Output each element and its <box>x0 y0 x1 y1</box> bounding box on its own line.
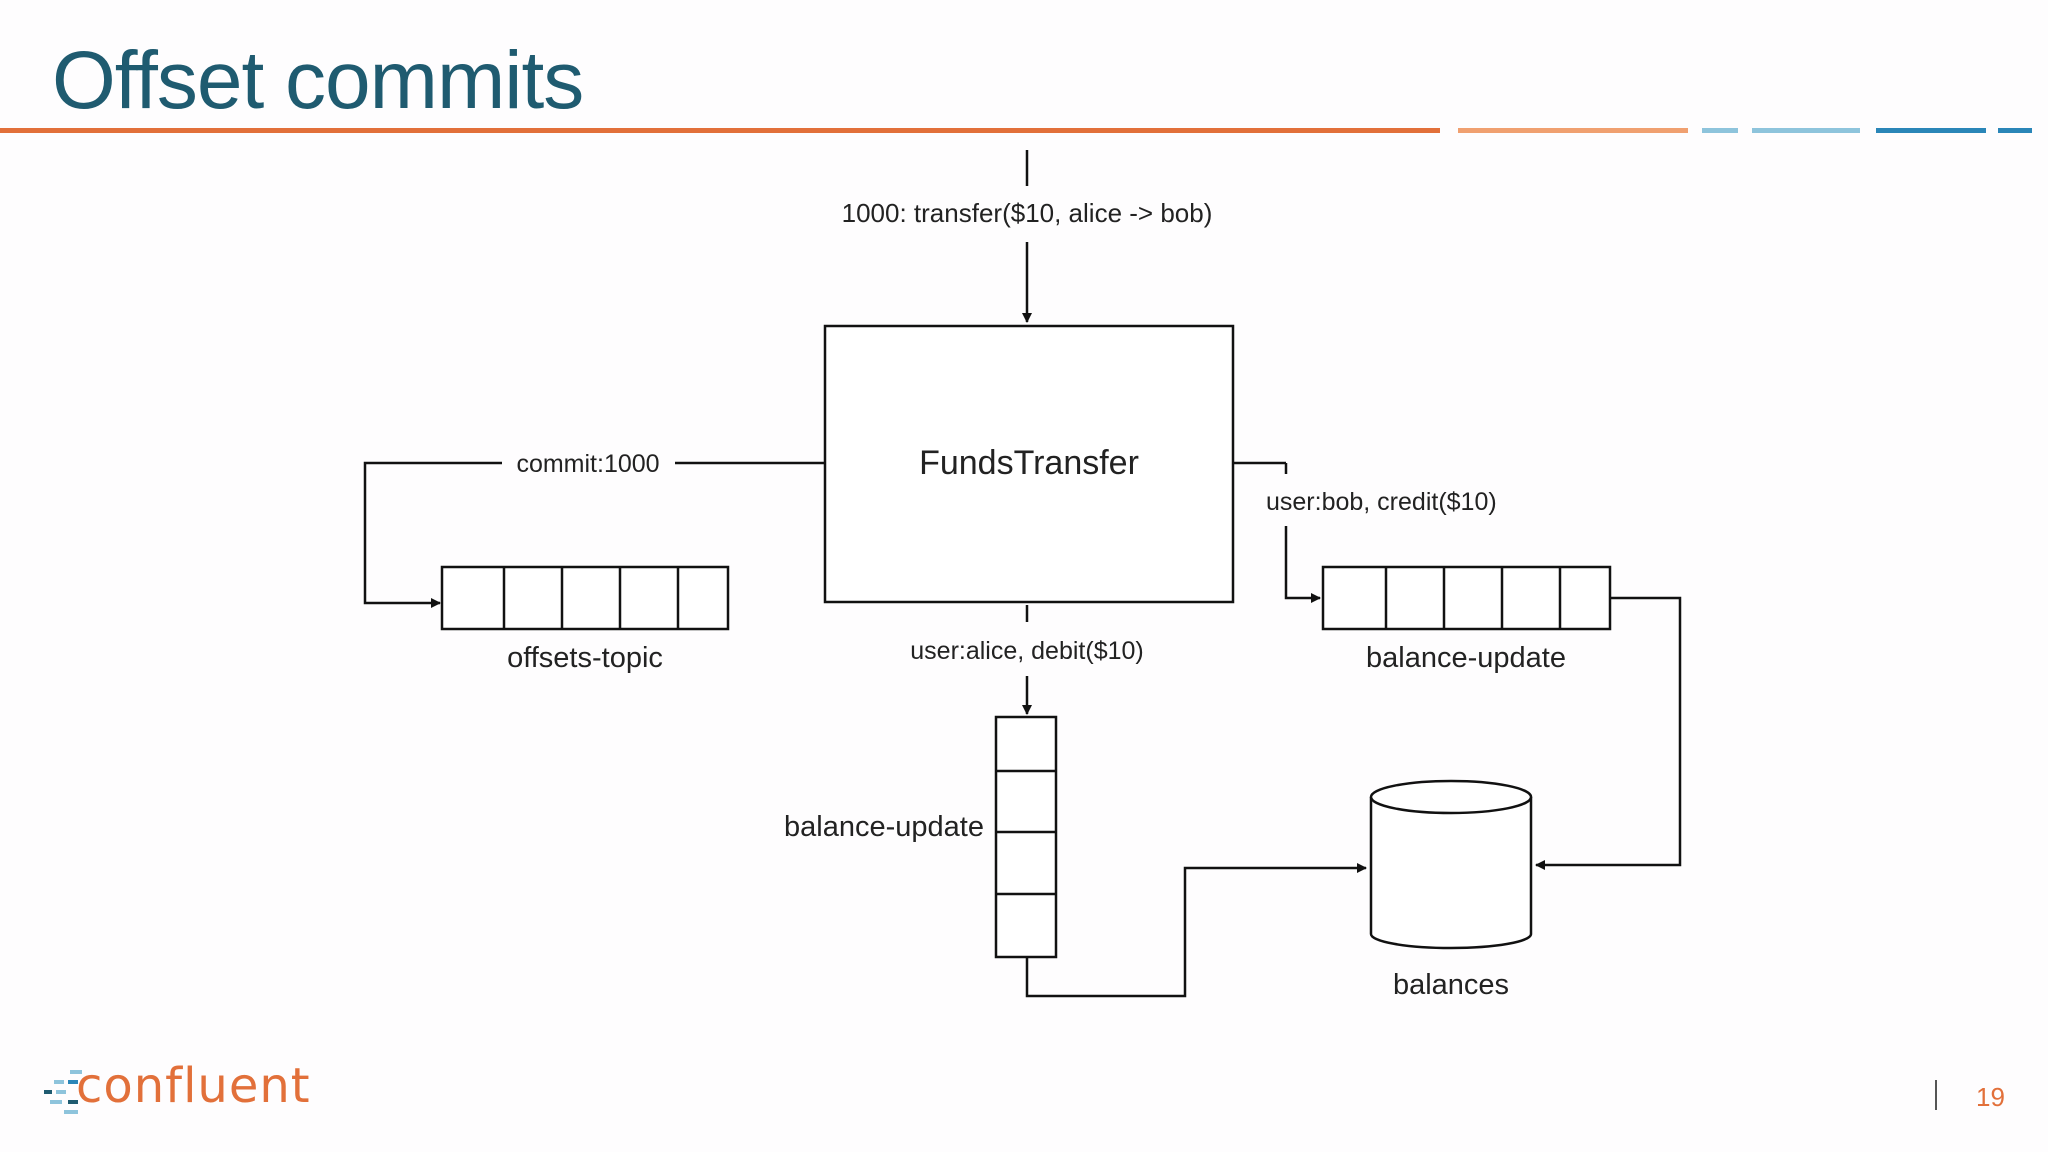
balance-update-bottom-label: balance-update <box>784 811 984 843</box>
balances-store-icon <box>1369 779 1533 950</box>
page-number-separator <box>1935 1080 1937 1110</box>
credit-arrow <box>1284 526 1321 603</box>
credit-event-label: user:bob, credit($10) <box>1266 488 1497 516</box>
confluent-wordmark: confluent <box>76 1058 311 1114</box>
balance-update-right-label: balance-update <box>1366 642 1566 674</box>
balance-update-log-bottom <box>994 715 1058 959</box>
debit-event-label: user:alice, debit($10) <box>910 637 1143 665</box>
right-to-balances-arrow <box>1535 596 1682 870</box>
page-number: 19 <box>1976 1082 2005 1112</box>
slide-title: Offset commits <box>52 35 584 126</box>
input-event-label: 1000: transfer($10, alice -> bob) <box>842 198 1213 228</box>
offsets-topic-label: offsets-topic <box>507 642 663 674</box>
commit-arrow <box>363 461 502 608</box>
confluent-logo-icon <box>44 1070 82 1114</box>
offsets-topic-log <box>440 565 730 631</box>
commit-label: commit:1000 <box>516 450 659 478</box>
balances-label: balances <box>1393 969 1509 1001</box>
funds-transfer-label: FundsTransfer <box>919 444 1139 482</box>
balance-update-log-right <box>1321 565 1612 631</box>
title-divider <box>0 128 2032 133</box>
bottom-to-balances-arrow <box>1025 863 1367 998</box>
